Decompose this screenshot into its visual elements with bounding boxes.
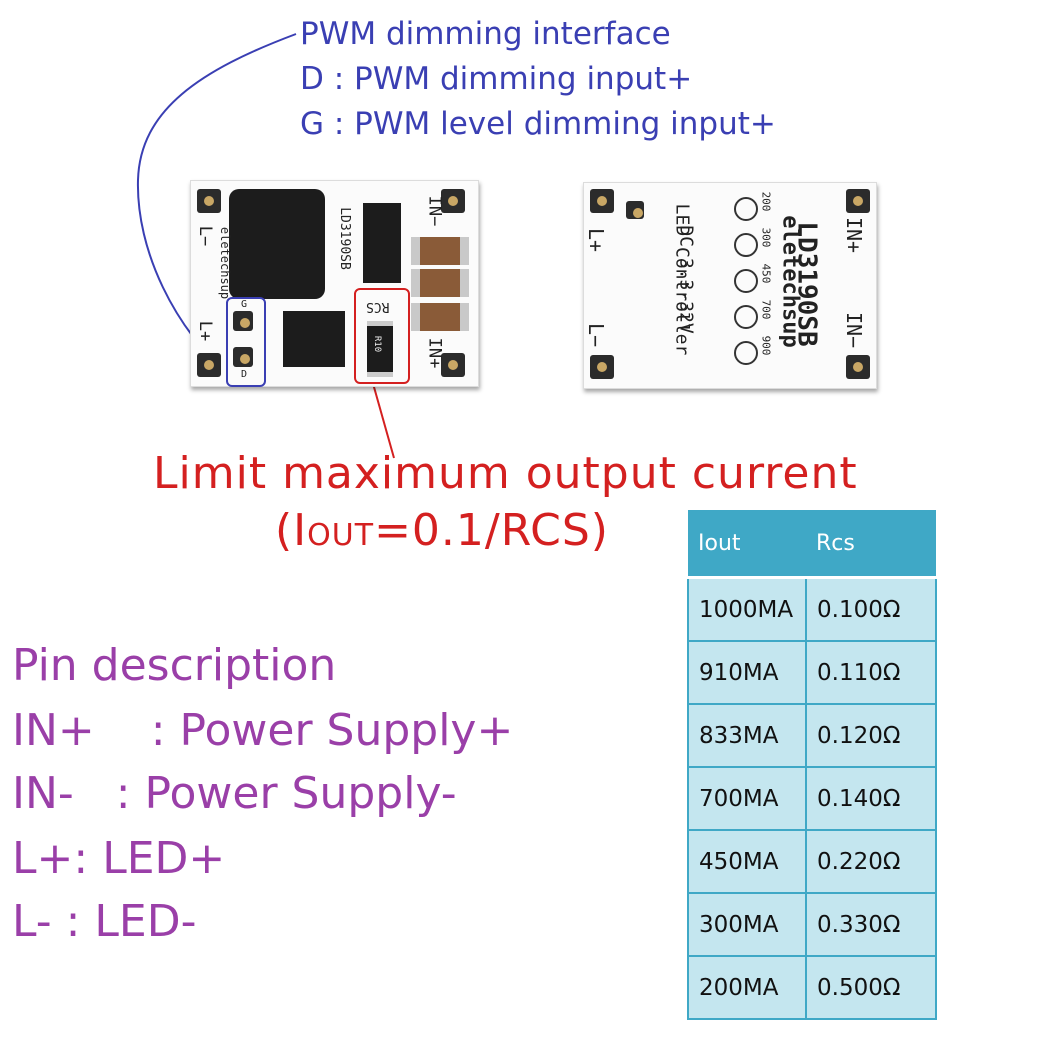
back-label-in-plus: IN+ xyxy=(842,216,867,254)
board-back: IN+ IN− L+ L− LD3190SB eletechsup DC 3.3… xyxy=(583,182,877,389)
cell-iout: 833MA xyxy=(687,703,807,768)
rcs-callout-line xyxy=(371,379,395,459)
pin-l-plus: L+: LED+ xyxy=(12,833,226,884)
label-in-plus: IN+ xyxy=(424,337,445,369)
pad-l-minus xyxy=(197,189,221,213)
header-iout: Iout xyxy=(688,510,806,579)
rcs-resistor xyxy=(367,321,393,377)
pwm-g-description: G : PWM level dimming input+ xyxy=(300,106,776,142)
cell-iout: 910MA xyxy=(687,640,807,705)
jumper-200 xyxy=(734,197,758,221)
back-pad-top-right xyxy=(846,189,870,213)
jumper-450 xyxy=(734,269,758,293)
cell-iout: 450MA xyxy=(687,829,807,894)
current-label-200: 200 xyxy=(759,191,773,212)
front-brand-silk: eletechsup xyxy=(218,226,233,300)
limit-current-formula: (IOUT=0.1/RCS) xyxy=(275,505,609,556)
pin-in-minus: IN- : Power Supply- xyxy=(12,768,457,819)
cell-rcs: 0.220Ω xyxy=(805,829,937,894)
current-label-900: 900 xyxy=(759,335,773,356)
diode xyxy=(363,203,401,283)
back-label-l-plus: L+ xyxy=(584,227,609,253)
back-pad-top-left xyxy=(590,189,614,213)
pin-in-plus: IN+ : Power Supply+ xyxy=(12,705,514,756)
current-label-700: 700 xyxy=(759,299,773,320)
rcs-highlight xyxy=(354,288,410,384)
table-header-row: Iout Rcs xyxy=(688,510,936,579)
label-d: D xyxy=(241,369,248,380)
cell-rcs: 0.100Ω xyxy=(805,576,937,642)
cell-rcs: 0.140Ω xyxy=(805,766,937,831)
pwm-callout-line xyxy=(136,33,297,379)
cell-iout: 700MA xyxy=(687,766,807,831)
back-label-l-minus: L− xyxy=(584,322,609,348)
capacitor-3 xyxy=(411,303,469,331)
formula-sub: OUT xyxy=(307,518,375,553)
cell-rcs: 0.330Ω xyxy=(805,892,937,957)
back-brand-silk: eletechsup xyxy=(777,215,803,348)
cell-rcs: 0.110Ω xyxy=(805,640,937,705)
back-pad-small xyxy=(626,201,644,219)
cell-iout: 300MA xyxy=(687,892,807,957)
pad-in-plus xyxy=(441,353,465,377)
pwm-pads-highlight xyxy=(226,297,266,387)
back-desc-controller: LED Controller xyxy=(671,203,693,356)
pad-d xyxy=(233,347,253,367)
pad-l-plus xyxy=(197,353,221,377)
pad-g xyxy=(233,311,253,331)
front-model-silk: LD3190SB xyxy=(336,207,352,270)
label-in-minus: IN− xyxy=(424,195,445,227)
limit-current-title: Limit maximum output current xyxy=(153,448,858,499)
label-g: G xyxy=(241,299,248,310)
label-l-minus: L− xyxy=(195,225,216,247)
pad-in-minus xyxy=(441,189,465,213)
board-front: IN− IN+ L− L+ LD3190SB eletechsup G D RC… xyxy=(190,180,479,387)
cell-rcs: 0.500Ω xyxy=(805,955,937,1020)
back-label-in-minus: IN− xyxy=(842,311,867,349)
cell-iout: 1000MA xyxy=(687,576,807,642)
inductor xyxy=(229,189,325,299)
jumper-300 xyxy=(734,233,758,257)
cell-iout: 200MA xyxy=(687,955,807,1020)
formula-open: (I xyxy=(275,505,308,556)
back-pad-bottom-right xyxy=(846,355,870,379)
formula-rest: =0.1/RCS) xyxy=(374,505,609,556)
jumper-900 xyxy=(734,341,758,365)
chip xyxy=(283,311,345,367)
label-l-plus: L+ xyxy=(195,320,216,342)
pin-l-minus: L- : LED- xyxy=(12,896,197,947)
cell-rcs: 0.120Ω xyxy=(805,703,937,768)
pwm-d-description: D : PWM dimming input+ xyxy=(300,61,693,97)
header-rcs: Rcs xyxy=(806,510,936,579)
back-pad-bottom-left xyxy=(590,355,614,379)
capacitor-1 xyxy=(411,237,469,265)
current-label-300: 300 xyxy=(759,227,773,248)
pin-description-title: Pin description xyxy=(12,640,337,691)
current-label-450: 450 xyxy=(759,263,773,284)
jumper-700 xyxy=(734,305,758,329)
capacitor-2 xyxy=(411,269,469,297)
pwm-interface-title: PWM dimming interface xyxy=(300,16,671,52)
